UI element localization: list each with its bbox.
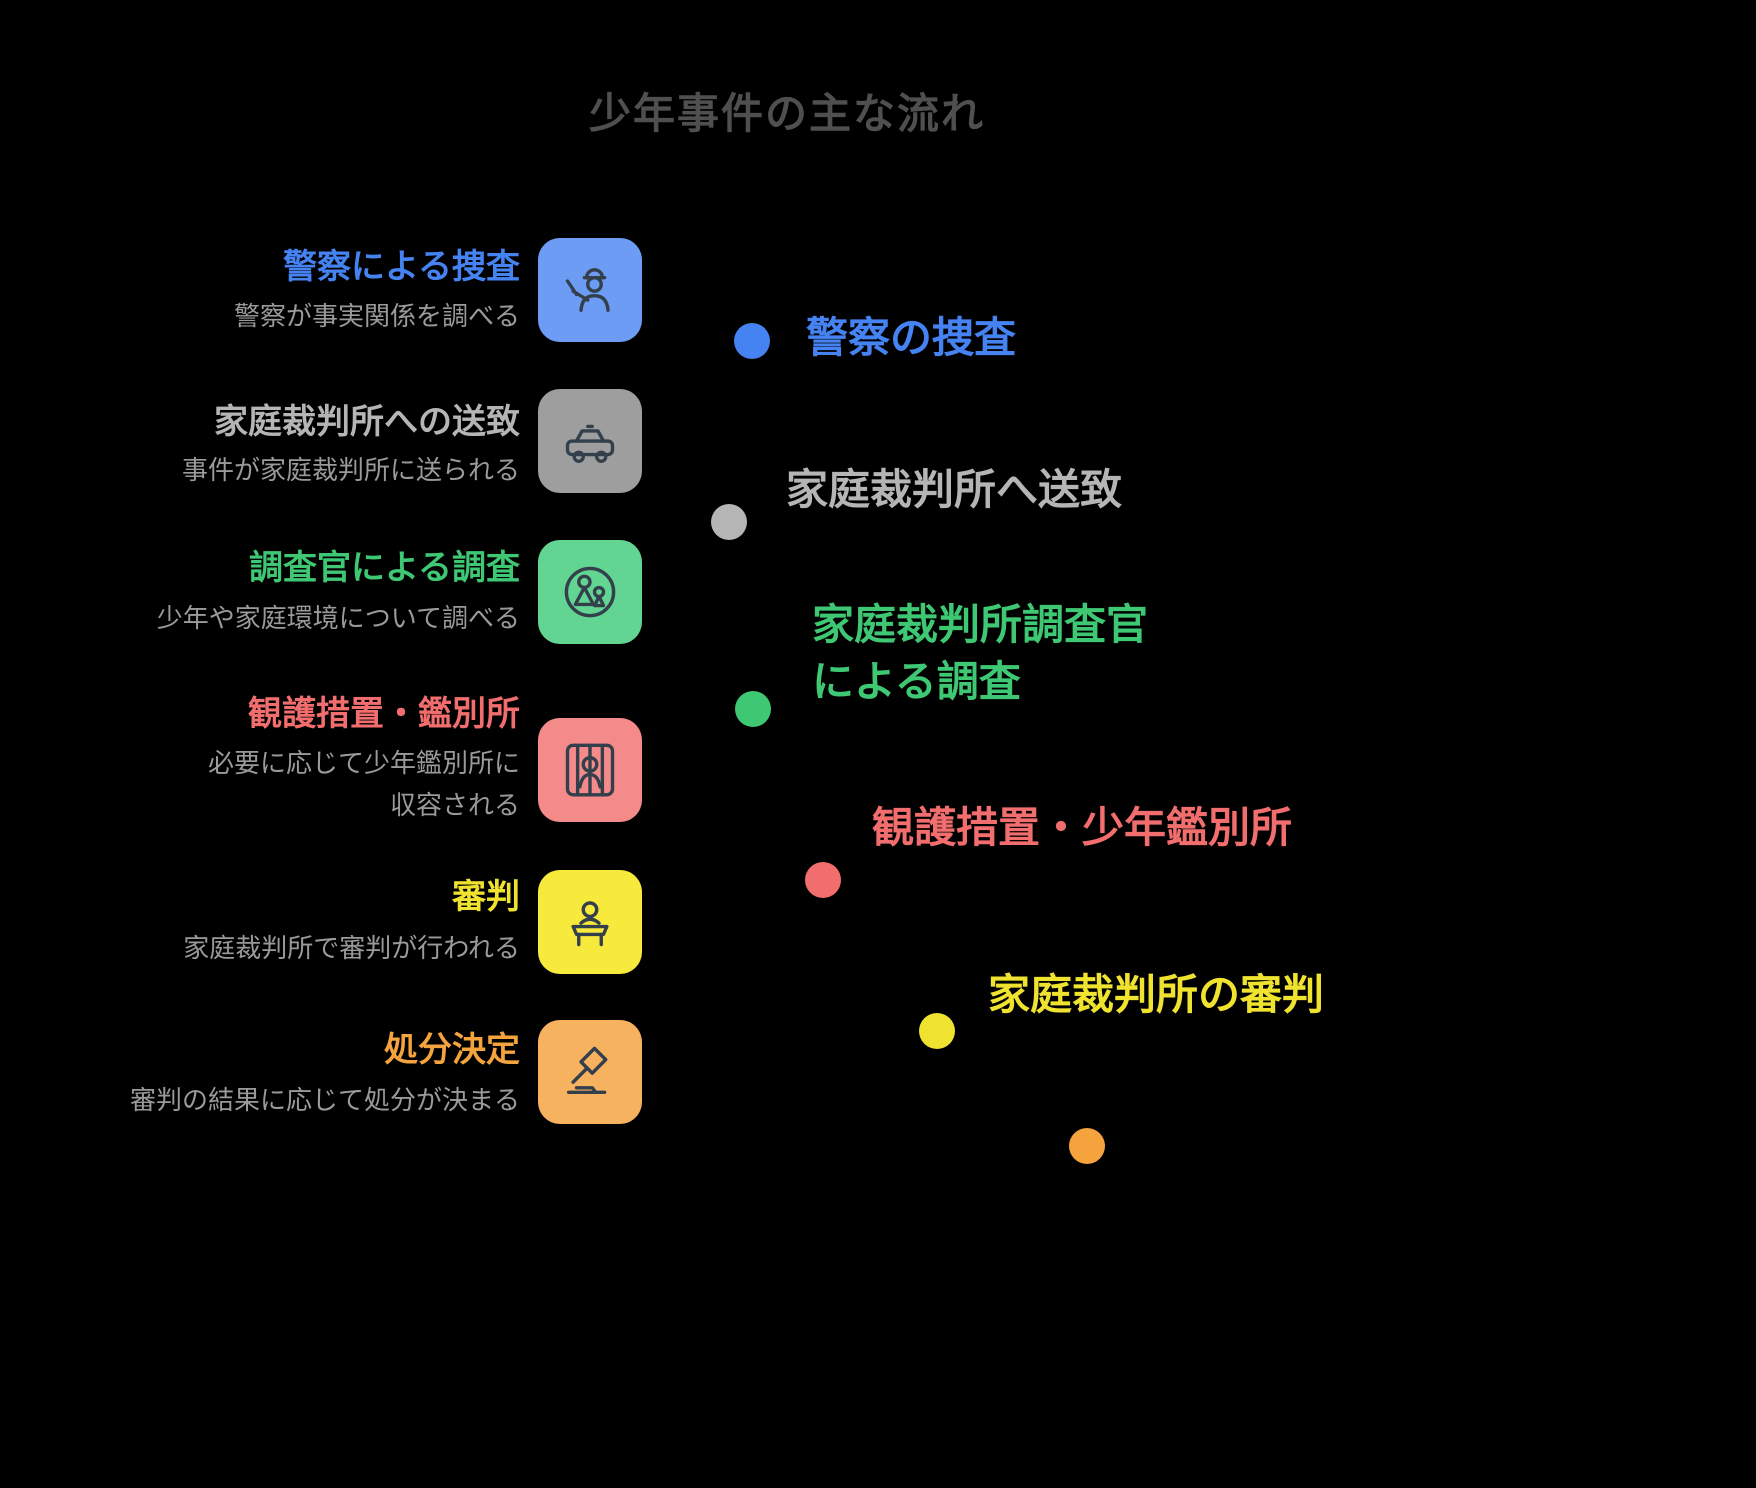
family-investigation-icon — [564, 566, 616, 618]
step-description: 警察が事実関係を調べる — [233, 302, 520, 332]
step-title-referral-family-court: 家庭裁判所への送致 — [214, 402, 520, 442]
page-title: 少年事件の主な流れ — [588, 89, 985, 138]
police-car-icon — [565, 424, 615, 463]
timeline-label-referral: 家庭裁判所へ送致 — [786, 465, 1123, 514]
judge-bench-icon — [571, 901, 609, 947]
step-title-hearing: 審判 — [452, 877, 520, 917]
step-icon-tile — [538, 389, 642, 493]
timeline-label-police: 警察の捜査 — [806, 313, 1017, 362]
step-description: 審判の結果に応じて処分が決まる — [129, 1086, 520, 1116]
timeline-label-detention: 観護措置・少年鑑別所 — [872, 803, 1293, 852]
step-description: 事件が家庭裁判所に送られる — [181, 456, 520, 486]
timeline-label-investigation: 家庭裁判所調査官 による調査 — [812, 600, 1149, 706]
step-icon-tile — [538, 1020, 642, 1124]
step-icon-tile — [538, 238, 642, 342]
police-officer-icon — [565, 268, 610, 312]
timeline-label-hearing: 家庭裁判所の審判 — [988, 970, 1325, 1019]
timeline-dot-hearing — [919, 1013, 955, 1049]
step-icon-tile — [538, 870, 642, 974]
step-icon-tile — [538, 718, 642, 822]
gavel-icon — [566, 1046, 608, 1094]
step-description: 少年や家庭環境について調べる — [156, 604, 520, 634]
step-description: 家庭裁判所で審判が行われる — [183, 934, 520, 964]
timeline-dot-detention — [805, 862, 841, 898]
step-description: 必要に応じて少年鑑別所に 収容される — [207, 749, 520, 821]
timeline-dot-police — [734, 323, 770, 359]
detention-bars-icon — [565, 743, 615, 797]
timeline-dot-referral — [711, 504, 747, 540]
step-title-investigator-inquiry: 調査官による調査 — [249, 548, 520, 588]
step-title-protective-detention: 観護措置・鑑別所 — [248, 694, 520, 734]
step-title-police-investigation: 警察による捜査 — [283, 247, 520, 287]
timeline-dot-disposition — [1069, 1128, 1105, 1164]
timeline-dot-investigation — [735, 691, 771, 727]
step-icon-tile — [538, 540, 642, 644]
step-title-disposition-decision: 処分決定 — [384, 1030, 520, 1070]
